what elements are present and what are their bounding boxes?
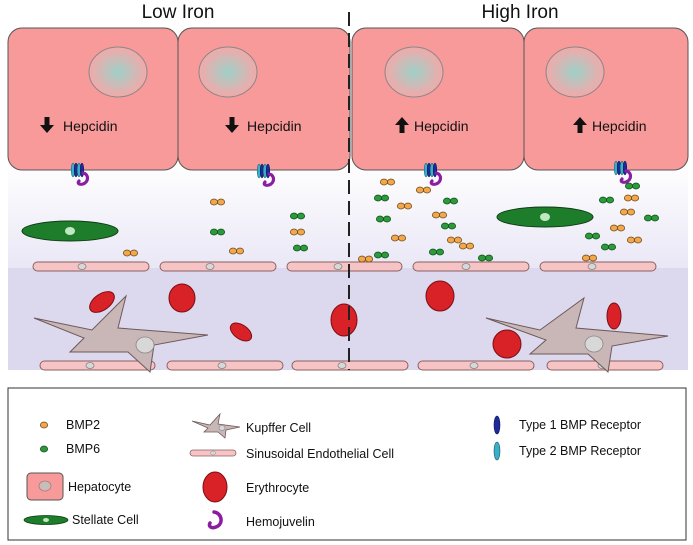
legend-kupffer: Kupffer Cell bbox=[246, 421, 311, 435]
hemojuvelin-legend-icon bbox=[207, 510, 223, 530]
hepatocyte-1 bbox=[7, 27, 179, 171]
kupffer-cell bbox=[33, 294, 209, 374]
endothelial-nuclei-upper bbox=[77, 263, 597, 270]
hepcidin-label-4: Hepcidin bbox=[592, 118, 646, 134]
hepatocyte-legend-icon bbox=[26, 472, 64, 501]
bmp6-legend-icon bbox=[40, 445, 48, 453]
legend-bmp6: BMP6 bbox=[66, 442, 100, 456]
legend-erythrocyte: Erythrocyte bbox=[246, 481, 309, 495]
legend-endothelial: Sinusoidal Endothelial Cell bbox=[246, 447, 394, 461]
hepatocyte-2 bbox=[177, 27, 351, 171]
endothelial-legend-icon bbox=[189, 449, 237, 457]
legend-box bbox=[7, 387, 687, 541]
legend-hepatocyte: Hepatocyte bbox=[68, 480, 131, 494]
hepcidin-label-1: Hepcidin bbox=[63, 118, 117, 134]
kupffer-legend-icon bbox=[191, 412, 241, 439]
legend-stellate: Stellate Cell bbox=[72, 513, 139, 527]
legend-bmp2: BMP2 bbox=[66, 418, 100, 432]
kupffer-cell bbox=[485, 296, 669, 373]
bmp2-legend-icon bbox=[40, 421, 48, 429]
erythrocytes bbox=[89, 280, 622, 359]
type1-receptor-legend-icon bbox=[493, 415, 501, 435]
hepatocyte-3 bbox=[351, 27, 525, 171]
type2-receptor-legend-icon bbox=[493, 441, 501, 461]
stellate-cell bbox=[21, 220, 119, 242]
legend-type1: Type 1 BMP Receptor bbox=[519, 418, 641, 432]
stellate-legend-icon bbox=[23, 515, 69, 525]
stellate-cell bbox=[496, 206, 594, 228]
hepatocyte-4 bbox=[523, 27, 689, 171]
title-low-iron: Low Iron bbox=[142, 2, 215, 23]
endothelial-row-lower bbox=[39, 360, 664, 371]
legend-hemojuvelin: Hemojuvelin bbox=[246, 515, 315, 529]
legend-type2: Type 2 BMP Receptor bbox=[519, 444, 641, 458]
hepcidin-label-3: Hepcidin bbox=[414, 118, 468, 134]
endothelial-row-upper bbox=[32, 261, 657, 272]
hepcidin-label-2: Hepcidin bbox=[247, 118, 301, 134]
title-high-iron: High Iron bbox=[481, 2, 558, 23]
erythrocyte-legend-icon bbox=[202, 471, 228, 503]
